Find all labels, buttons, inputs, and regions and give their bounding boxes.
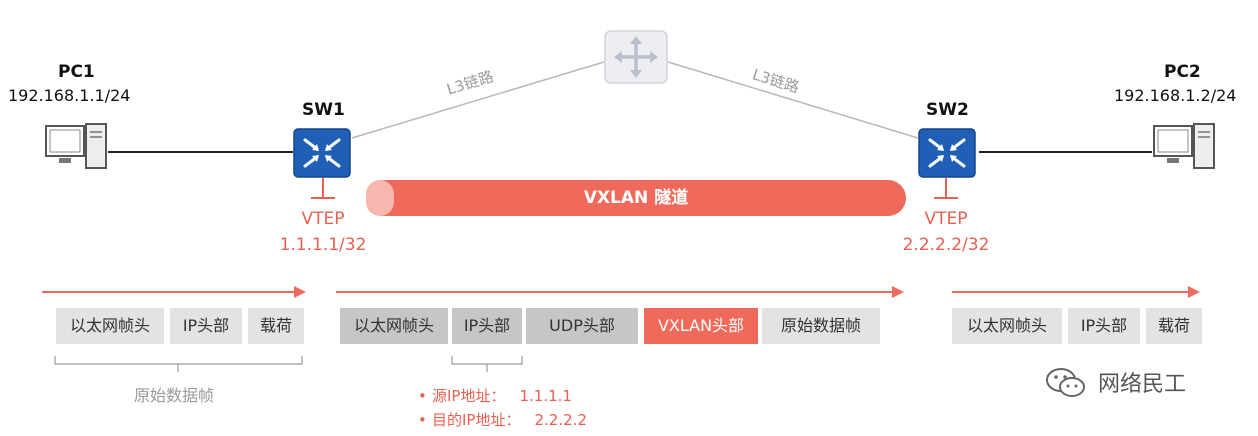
l3-link-right [667,61,919,139]
frame-left-payload: 载荷 [248,308,304,344]
note-dst-ip: • 目的IP地址： 2.2.2.2 [418,408,587,432]
frame-right-payload: 载荷 [1146,308,1202,344]
pc1-ip: 192.168.1.1/24 [8,86,131,105]
router-icon [604,30,668,84]
arrow-left [42,286,306,298]
vxlan-tunnel: VXLAN 隧道 [366,180,906,216]
pc1-name: PC1 [58,62,95,82]
wechat-icon [1046,368,1085,397]
pc2-name: PC2 [1164,62,1201,82]
frame-mid-ip-header: IP头部 [452,308,522,344]
note-src-ip-value: 1.1.1.1 [519,387,572,405]
frame-mid-udp-header: UDP头部 [526,308,638,344]
sw1-name: SW1 [302,100,345,120]
note-dst-ip-label: 目的IP地址： [432,411,521,429]
tunnel-cap [366,180,394,216]
switch-icon [918,128,976,178]
arrow-right [952,286,1200,298]
pc2-ip: 192.168.1.2/24 [1114,86,1237,105]
original-frame-label: 原始数据帧 [134,386,215,405]
sw2-vtep-ip: 2.2.2.2/32 [902,235,990,255]
bullet: • [418,387,427,405]
sw2-vtep-label: VTEP [924,209,968,229]
sw2-name: SW2 [926,100,969,120]
switch-icon [293,128,351,178]
frame-mid-vxlan-header: VXLAN头部 [644,308,758,344]
desktop-computer-icon [1153,123,1215,169]
frame-left-ip-header: IP头部 [170,308,242,344]
arrow-middle [336,286,904,298]
frame-left-eth-header: 以太网帧头 [56,308,164,344]
note-src-ip: • 源IP地址： 1.1.1.1 [418,384,572,408]
bracket-original-frame [54,356,303,372]
note-dst-ip-value: 2.2.2.2 [534,411,587,429]
frame-mid-eth-header: 以太网帧头 [340,308,448,344]
frame-mid-original-frame: 原始数据帧 [762,308,880,344]
note-src-ip-label: 源IP地址： [432,387,506,405]
desktop-computer-icon [45,123,107,169]
bracket-ip-header [451,356,523,372]
l3-link-left [351,61,605,139]
sw1-vtep-label: VTEP [301,209,345,229]
sw1-vtep-ip: 1.1.1.1/32 [279,235,367,255]
frame-right-ip-header: IP头部 [1068,308,1140,344]
watermark-text: 网络民工 [1098,372,1187,397]
frame-right-eth-header: 以太网帧头 [952,308,1062,344]
tunnel-label: VXLAN 隧道 [583,188,689,208]
bullet: • [418,411,427,429]
